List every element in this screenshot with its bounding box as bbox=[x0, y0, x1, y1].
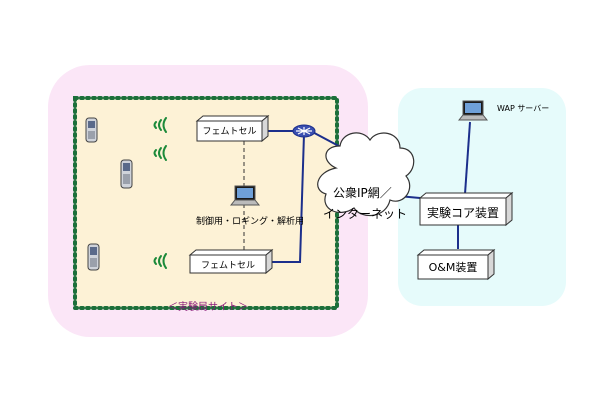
radio-wave-icon-3 bbox=[153, 253, 167, 269]
internet-label-line2: インターネット bbox=[323, 207, 408, 221]
mobile-phone-icon bbox=[85, 117, 98, 143]
mobile-phone-icon-2 bbox=[120, 159, 133, 189]
core-label: 実験コア装置 bbox=[426, 206, 499, 220]
laptop-icon bbox=[229, 185, 261, 206]
femtocell-1-label: フェムトセル bbox=[202, 127, 257, 137]
cloud-icon bbox=[317, 132, 415, 217]
femtocell-2-label: フェムトセル bbox=[200, 261, 255, 271]
radio-wave-icon-2 bbox=[153, 145, 167, 161]
mobile-phone-icon-3 bbox=[87, 243, 100, 271]
femtocell-box-1 bbox=[195, 114, 270, 143]
radio-wave-icon bbox=[153, 117, 167, 133]
link-core-wap bbox=[464, 121, 471, 195]
wap-laptop-icon bbox=[457, 100, 489, 121]
site-label: ＜実験局サイト＞ bbox=[168, 302, 248, 313]
link-femto2-router bbox=[270, 133, 305, 263]
router-icon bbox=[292, 124, 316, 138]
om-box bbox=[416, 248, 496, 281]
wap-server-label: WAP サーバー bbox=[497, 104, 550, 113]
control-pc-label: 制御用・ロギング・解析用 bbox=[196, 217, 305, 227]
core-box bbox=[418, 191, 514, 227]
om-label: O&M装置 bbox=[428, 261, 478, 274]
internet-label-line1: 公衆IP網／ bbox=[333, 186, 392, 200]
femtocell-box-2 bbox=[188, 248, 274, 275]
